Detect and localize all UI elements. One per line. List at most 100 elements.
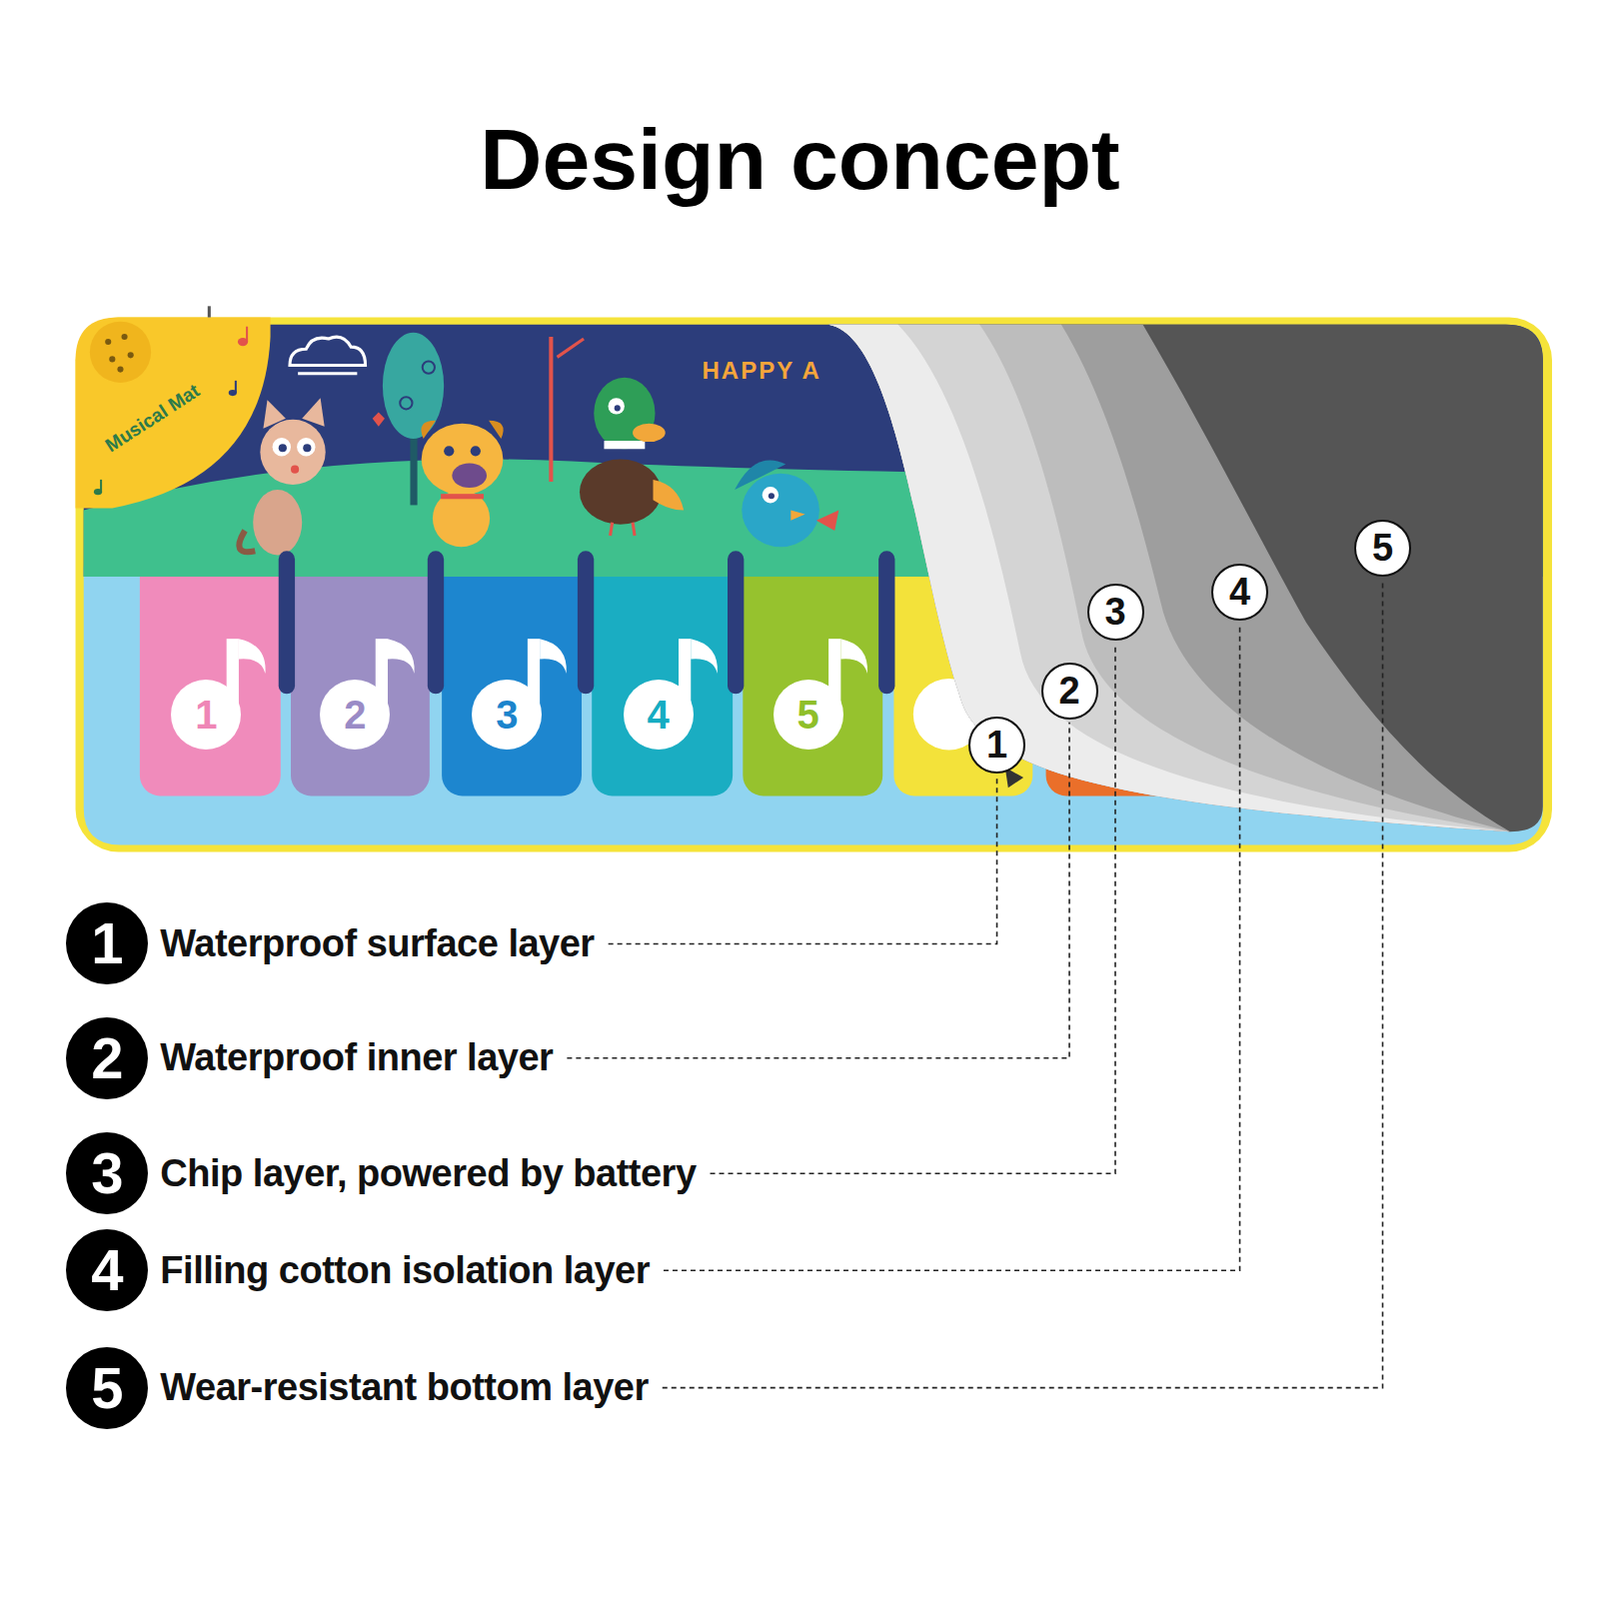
scene xyxy=(451,463,487,489)
scene xyxy=(632,423,666,442)
scene xyxy=(432,489,490,547)
speaker-corner xyxy=(75,305,271,508)
layer-item: 4Filling cotton isolation layer xyxy=(65,1229,650,1312)
scene xyxy=(422,360,435,373)
scene xyxy=(297,371,357,375)
note-stem xyxy=(840,638,868,674)
scene xyxy=(614,404,621,411)
layer-item: 1Waterproof surface layer xyxy=(65,902,594,985)
scene xyxy=(652,479,684,511)
title: Design concept xyxy=(0,111,1600,207)
scene xyxy=(238,530,255,552)
number-badge: 3 xyxy=(65,1132,148,1215)
scene xyxy=(579,458,662,524)
layer-item: 2Waterproof inner layer xyxy=(65,1017,553,1100)
key-number: 3 xyxy=(471,679,542,750)
speaker-corner xyxy=(245,326,248,342)
scene xyxy=(372,412,385,427)
scene xyxy=(443,445,454,456)
scene xyxy=(488,420,504,439)
callout-number: 5 xyxy=(1356,521,1410,574)
key-note: 2 xyxy=(319,679,390,750)
leader-line xyxy=(663,623,1241,1271)
note-stem xyxy=(238,638,266,674)
scene xyxy=(272,437,291,456)
peeled-layers xyxy=(828,324,1544,832)
speaker-corner xyxy=(234,380,237,393)
callout-number: 3 xyxy=(1089,585,1143,638)
key-note: 4 xyxy=(623,679,694,750)
number-badge: 5 xyxy=(65,1347,148,1430)
key-number: 5 xyxy=(773,679,844,750)
peeled-layers xyxy=(828,324,1511,832)
scene xyxy=(421,423,504,495)
scene xyxy=(302,443,311,452)
scene xyxy=(382,332,444,439)
callout-number: 2 xyxy=(1043,664,1097,717)
layer-label: Wear-resistant bottom layer xyxy=(159,1366,648,1410)
scene xyxy=(610,522,613,536)
scene-label: HAPPY A xyxy=(701,357,821,384)
key-note: 3 xyxy=(471,679,542,750)
note-stem xyxy=(539,638,567,674)
scene xyxy=(548,336,553,482)
piano-key xyxy=(139,550,281,796)
piano-key xyxy=(441,550,582,796)
leader-line xyxy=(710,643,1116,1174)
leader-lines xyxy=(566,579,1383,1389)
peeled-layers xyxy=(828,324,1544,832)
scene xyxy=(278,443,287,452)
number-badge: 2 xyxy=(65,1017,148,1100)
layer-label: Waterproof surface layer xyxy=(159,922,594,966)
key-number: 2 xyxy=(319,679,390,750)
mat-frame xyxy=(75,317,1553,853)
scene xyxy=(290,465,299,474)
mat-frame xyxy=(75,317,1553,853)
speaker-corner xyxy=(121,333,128,340)
peeled-layers xyxy=(828,324,1511,832)
scene xyxy=(608,397,625,414)
scene xyxy=(296,437,315,456)
leader-line xyxy=(608,776,998,945)
callout-circle: 4 xyxy=(1211,563,1269,621)
leader-line xyxy=(662,579,1384,1389)
note-stem xyxy=(690,638,718,674)
key-number: 1 xyxy=(170,679,241,750)
callout-circle: 3 xyxy=(1087,583,1145,641)
black-key xyxy=(427,550,444,694)
black-key xyxy=(727,550,744,694)
number-badge: 4 xyxy=(65,1229,148,1312)
speaker-corner xyxy=(116,366,123,373)
black-key xyxy=(577,550,594,694)
callout-circle: 5 xyxy=(1354,519,1412,577)
scene xyxy=(420,420,436,439)
callout-number: 4 xyxy=(1213,565,1267,618)
peeled-layers xyxy=(828,324,1511,832)
scene xyxy=(741,473,820,548)
speaker-corner xyxy=(99,479,102,492)
number-badge: 1 xyxy=(65,902,148,985)
scene xyxy=(440,493,484,499)
scene xyxy=(399,396,412,409)
callout-circle: 1 xyxy=(968,716,1026,774)
key-note: 1 xyxy=(170,679,241,750)
callout-number: 1 xyxy=(970,718,1024,771)
piano-key xyxy=(290,550,430,796)
layer-label: Waterproof inner layer xyxy=(159,1036,553,1080)
scene xyxy=(259,419,325,485)
speaker-corner xyxy=(108,355,115,362)
note-stem xyxy=(226,638,986,750)
speaker-corner xyxy=(75,317,271,509)
black-key xyxy=(878,550,895,694)
scene xyxy=(470,445,481,456)
scene xyxy=(768,492,775,499)
scene xyxy=(556,338,584,357)
piano-key xyxy=(591,550,733,796)
key-note: 5 xyxy=(773,679,844,750)
scene xyxy=(289,336,366,365)
layer-item: 5Wear-resistant bottom layer xyxy=(65,1347,648,1430)
scene xyxy=(603,440,645,449)
layer-label: Chip layer, powered by battery xyxy=(159,1152,696,1196)
